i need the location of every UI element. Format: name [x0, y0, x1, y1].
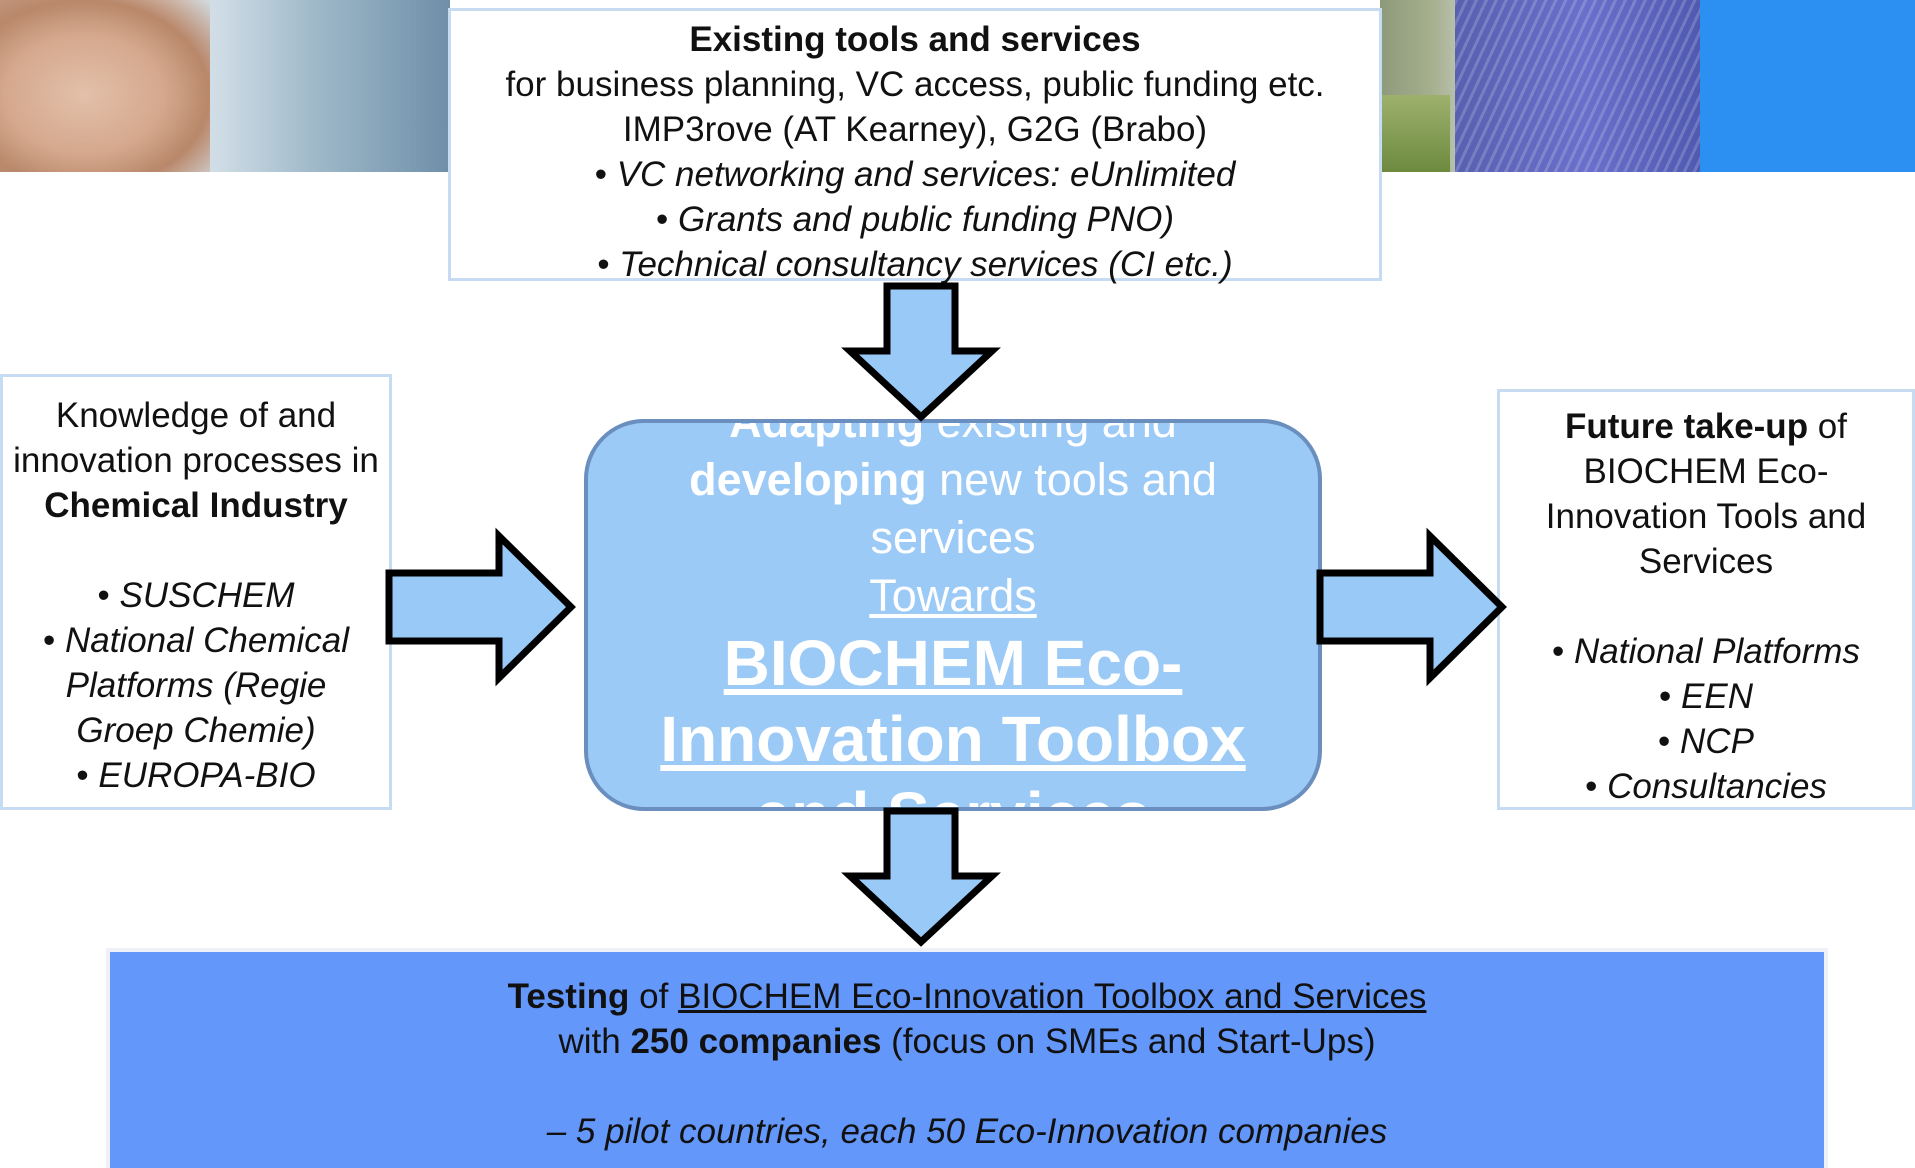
center-bold: developing [689, 454, 927, 505]
existing-tools-bullet: • Technical consultancy services (CI etc… [597, 245, 1233, 284]
testing-focus: (focus on SMEs and Start-Ups) [881, 1022, 1376, 1061]
center-rest: new tools and [926, 454, 1217, 505]
right-arrow-shape [1316, 527, 1507, 687]
center-bold: Adapting [729, 419, 925, 447]
testing-bold: Testing [507, 977, 630, 1016]
knowledge-box: Knowledge of and innovation processes in… [0, 374, 392, 810]
future-heading-rest: of [1808, 407, 1847, 446]
fibre-image [1455, 0, 1715, 172]
companies-count: 250 companies [630, 1022, 882, 1061]
center-line: Adapting existing and [588, 419, 1318, 451]
future-line: BIOCHEM Eco- [1583, 452, 1829, 491]
bullet-text: EEN [1681, 677, 1753, 716]
spacer [110, 1064, 1824, 1109]
future-line: Future take-up of [1500, 404, 1912, 449]
testing-bar: Testing of BIOCHEM Eco-Innovation Toolbo… [106, 948, 1828, 1168]
future-bullet: • National Platforms [1552, 632, 1860, 671]
bullet-text: SUSCHEM [119, 576, 295, 615]
right-arrow-left [385, 527, 576, 687]
toolbox-title-line: BIOCHEM Eco- [723, 627, 1183, 699]
spacer [3, 528, 389, 573]
bullet-text: Technical consultancy services (CI etc.) [619, 245, 1233, 284]
knowledge-bullet-cont: Platforms (Regie [65, 666, 327, 705]
bullet-text: National Chemical [64, 621, 349, 660]
existing-tools-subtitle: for business planning, VC access, public… [505, 65, 1325, 104]
down-arrow-bottom [841, 807, 1001, 947]
testing-with: with [558, 1022, 631, 1061]
bullet-text: Grants and public funding PNO) [677, 200, 1175, 239]
knowledge-heading: Chemical Industry [44, 486, 348, 525]
future-take-up-box: Future take-up of BIOCHEM Eco- Innovatio… [1497, 389, 1915, 810]
right-arrow-right [1316, 527, 1507, 687]
spacer [1500, 584, 1912, 629]
bullet-text: National Platforms [1574, 632, 1860, 671]
bullet-text: VC networking and services: eUnlimited [616, 155, 1236, 194]
toolbox-center-box: Adapting existing and developing new too… [584, 419, 1322, 811]
future-bullet: • NCP [1658, 722, 1754, 761]
bullet-text: NCP [1680, 722, 1754, 761]
existing-tools-box: Existing tools and services for business… [448, 8, 1382, 284]
knowledge-bullet: • National Chemical [42, 621, 349, 660]
center-line: developing new tools and [588, 451, 1318, 509]
center-text: Adapting existing and developing new too… [588, 419, 1318, 807]
down-arrow-shape [841, 282, 1001, 422]
bullet-text: EUROPA-BIO [98, 756, 316, 795]
future-bullet: • EEN [1659, 677, 1753, 716]
existing-tools-bullet: • Grants and public funding PNO) [655, 200, 1175, 239]
landscape-image [1380, 95, 1450, 172]
existing-tools-bullet: • VC networking and services: eUnlimited [594, 155, 1236, 194]
existing-tools-line: IMP3rove (AT Kearney), G2G (Brabo) [622, 110, 1208, 149]
future-heading: Future take-up [1565, 407, 1809, 446]
existing-tools-title: Existing tools and services [689, 20, 1141, 59]
right-arrow-shape [385, 527, 576, 687]
center-line: services [870, 512, 1036, 563]
future-bullet: • Consultancies [1585, 767, 1827, 806]
testing-line-2: with 250 companies (focus on SMEs and St… [110, 1019, 1824, 1064]
bullet-text: Consultancies [1607, 767, 1827, 806]
future-line: Services [1638, 542, 1774, 581]
knowledge-line: innovation processes in [13, 441, 379, 480]
knowledge-bullet-cont: Groep Chemie) [76, 711, 316, 750]
knowledge-bullet: • EUROPA-BIO [76, 756, 316, 795]
future-line: Innovation Tools and [1545, 497, 1867, 536]
center-rest: existing and [924, 419, 1177, 447]
testing-of: of [629, 977, 679, 1016]
knowledge-bullet: • SUSCHEM [97, 576, 295, 615]
blue-panel [1700, 0, 1915, 172]
portrait-image [0, 0, 210, 172]
toolbox-title-line: and Services [588, 777, 1318, 807]
down-arrow-top [841, 282, 1001, 422]
banner-photo-left [0, 0, 450, 172]
knowledge-line: Knowledge of and [55, 396, 337, 435]
towards-label: Towards [869, 570, 1037, 621]
banner-photo-right [1380, 0, 1915, 172]
down-arrow-shape [841, 807, 1001, 947]
testing-line-1: Testing of BIOCHEM Eco-Innovation Toolbo… [110, 974, 1824, 1019]
toolbox-link: BIOCHEM Eco-Innovation Toolbox and Servi… [678, 977, 1427, 1016]
toolbox-title-line: Innovation Toolbox [660, 703, 1246, 775]
pilot-countries-line: – 5 pilot countries, each 50 Eco-Innovat… [546, 1112, 1388, 1151]
